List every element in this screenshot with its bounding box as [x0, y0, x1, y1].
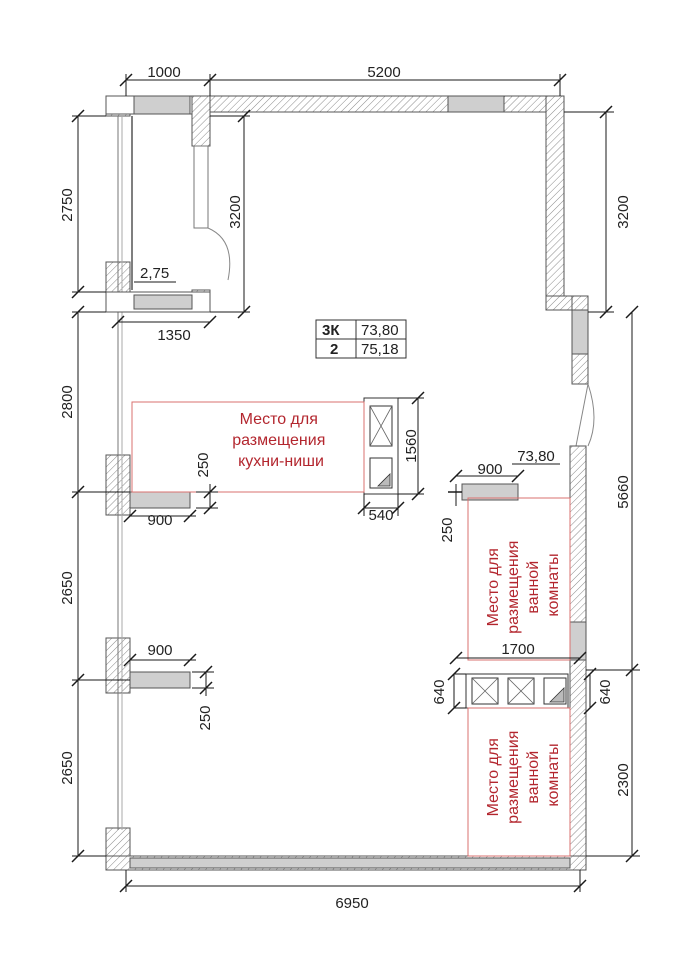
entrance-door-swing [587, 383, 595, 447]
dim-bath-box-right: 640 [597, 679, 614, 704]
bath2-label-line-3: ванной [525, 751, 542, 804]
dim-right-top: 3200 [615, 195, 632, 228]
walls [105, 95, 595, 871]
dim-pier-2-thick: 250 [197, 705, 214, 730]
dim-loggia-inner: 3200 [227, 195, 244, 228]
bath1-label-line-3: ванной [525, 561, 542, 614]
kitchen-unit [363, 397, 399, 495]
bath-zone-1-label: Место для размещения ванной комнаты [485, 536, 562, 634]
kitchen-zone-label: Место для размещения кухни-ниши [232, 411, 330, 470]
dim-bottom: 6950 [335, 895, 368, 912]
dim-left-seg-1: 2800 [59, 385, 76, 418]
bath1-label-line-1: Место для [485, 548, 502, 626]
dim-bath-zone-width: 1700 [501, 641, 534, 658]
kitchen-zone [131, 401, 365, 493]
entrance-door-leaf [575, 383, 589, 447]
pier-2 [129, 671, 191, 689]
bath1-label-line-4: комнаты [545, 553, 562, 616]
dim-right-mid: 5660 [615, 475, 632, 508]
right-wall-upper [545, 95, 565, 309]
dim-balcony-wall: 1350 [157, 327, 190, 344]
right-wall-window-1 [571, 309, 589, 355]
dim-bath-label-area: 73,80 [517, 448, 555, 465]
zones: Место для размещения кухни-ниши Место дл… [131, 401, 571, 857]
dimension-lines [71, 73, 640, 893]
dim-balcony-area: 2,75 [140, 265, 169, 282]
balcony-bottom-solid [133, 294, 193, 310]
dim-pier-1-width: 900 [147, 512, 172, 529]
area-row1-label: 3К [322, 322, 340, 339]
dim-bath-box-left: 640 [431, 679, 448, 704]
kitchen-label-line-1: Место для [240, 411, 318, 428]
balcony-door-frame [193, 145, 209, 229]
dim-pier-1-thick: 250 [195, 452, 212, 477]
bath-zone-1 [467, 497, 571, 661]
dimension-labels: 1000 5200 6950 2750 2800 2650 2650 3200 … [59, 64, 632, 912]
area-table: 3К 73,80 2 75,18 [315, 319, 407, 359]
balcony-top-solid [133, 95, 191, 115]
kitchen-label-line-2: размещения [232, 432, 325, 449]
dim-left-seg-2: 2650 [59, 571, 76, 604]
bath1-label-line-2: размещения [505, 541, 522, 634]
pier-1 [129, 491, 191, 509]
area-row1-value: 73,80 [361, 322, 399, 339]
dim-top-main: 5200 [367, 64, 400, 81]
bath2-label-line-2: размещения [505, 731, 522, 824]
bath-zone-2 [467, 707, 571, 857]
dim-bath-pier-thick: 250 [439, 517, 456, 542]
dim-bath-pier-width: 900 [477, 461, 502, 478]
bath2-label-line-1: Место для [485, 738, 502, 816]
balcony-right-wall-top [191, 95, 211, 147]
kitchen-label-line-3: кухни-ниши [238, 453, 324, 470]
bath2-label-line-4: комнаты [545, 743, 562, 806]
dim-left-balcony: 2750 [59, 188, 76, 221]
dim-kitchen-unit-width: 540 [368, 507, 393, 524]
bath-fixtures [465, 673, 569, 709]
area-row2-label: 2 [330, 341, 338, 358]
dim-left-seg-3: 2650 [59, 751, 76, 784]
dim-right-bottom: 2300 [615, 763, 632, 796]
area-row2-value: 75,18 [361, 341, 399, 358]
dim-top-balcony: 1000 [147, 64, 180, 81]
balcony-door-swing [207, 227, 231, 281]
top-window [447, 95, 505, 113]
bottom-wall-solid [129, 857, 571, 869]
bath-zone-2-label: Место для размещения ванной комнаты [485, 726, 562, 824]
top-wall [209, 95, 565, 113]
dim-kitchen-unit-length: 1560 [403, 429, 420, 462]
dim-pier-2-width: 900 [147, 642, 172, 659]
